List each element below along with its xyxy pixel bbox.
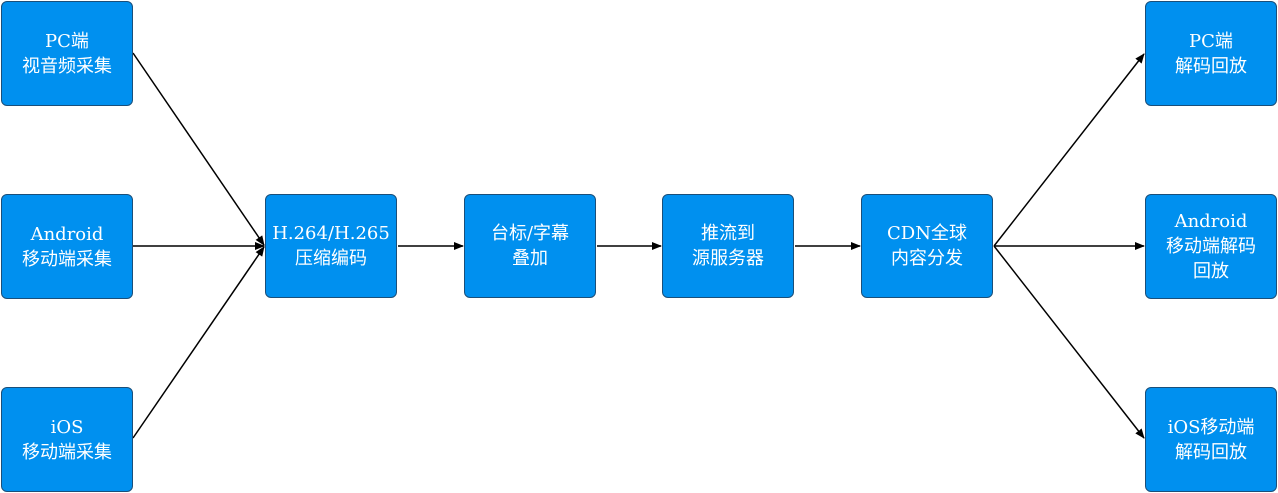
node-encoder: H.264/H.265 压缩编码 [265, 194, 397, 298]
node-label: Android 移动端采集 [22, 223, 112, 270]
node-android-capture: Android 移动端采集 [1, 194, 133, 299]
node-label: iOS移动端 解码回放 [1167, 416, 1255, 463]
node-label: Android 移动端解码 回放 [1166, 211, 1256, 282]
node-label: PC端 视音频采集 [22, 30, 112, 77]
node-label: PC端 解码回放 [1175, 30, 1247, 77]
node-label: iOS 移动端采集 [22, 416, 112, 463]
node-pc-playback: PC端 解码回放 [1145, 1, 1277, 106]
node-cdn: CDN全球 内容分发 [861, 194, 993, 298]
node-label: H.264/H.265 压缩编码 [272, 223, 390, 269]
node-label: 推流到 源服务器 [692, 223, 764, 269]
node-label: 台标/字幕 叠加 [490, 223, 570, 269]
node-push-origin: 推流到 源服务器 [662, 194, 794, 298]
arrow-cdn-to-ios [993, 245, 1145, 439]
node-overlay: 台标/字幕 叠加 [464, 194, 596, 298]
node-ios-capture: iOS 移动端采集 [1, 387, 133, 492]
node-label: CDN全球 内容分发 [887, 223, 967, 269]
arrow-pc-to-encoder [132, 52, 265, 246]
arrow-cdn-to-pc [993, 53, 1145, 247]
node-pc-capture: PC端 视音频采集 [1, 1, 133, 106]
node-ios-playback: iOS移动端 解码回放 [1145, 387, 1277, 492]
arrow-ios-to-encoder [132, 246, 265, 439]
node-android-playback: Android 移动端解码 回放 [1145, 194, 1277, 299]
